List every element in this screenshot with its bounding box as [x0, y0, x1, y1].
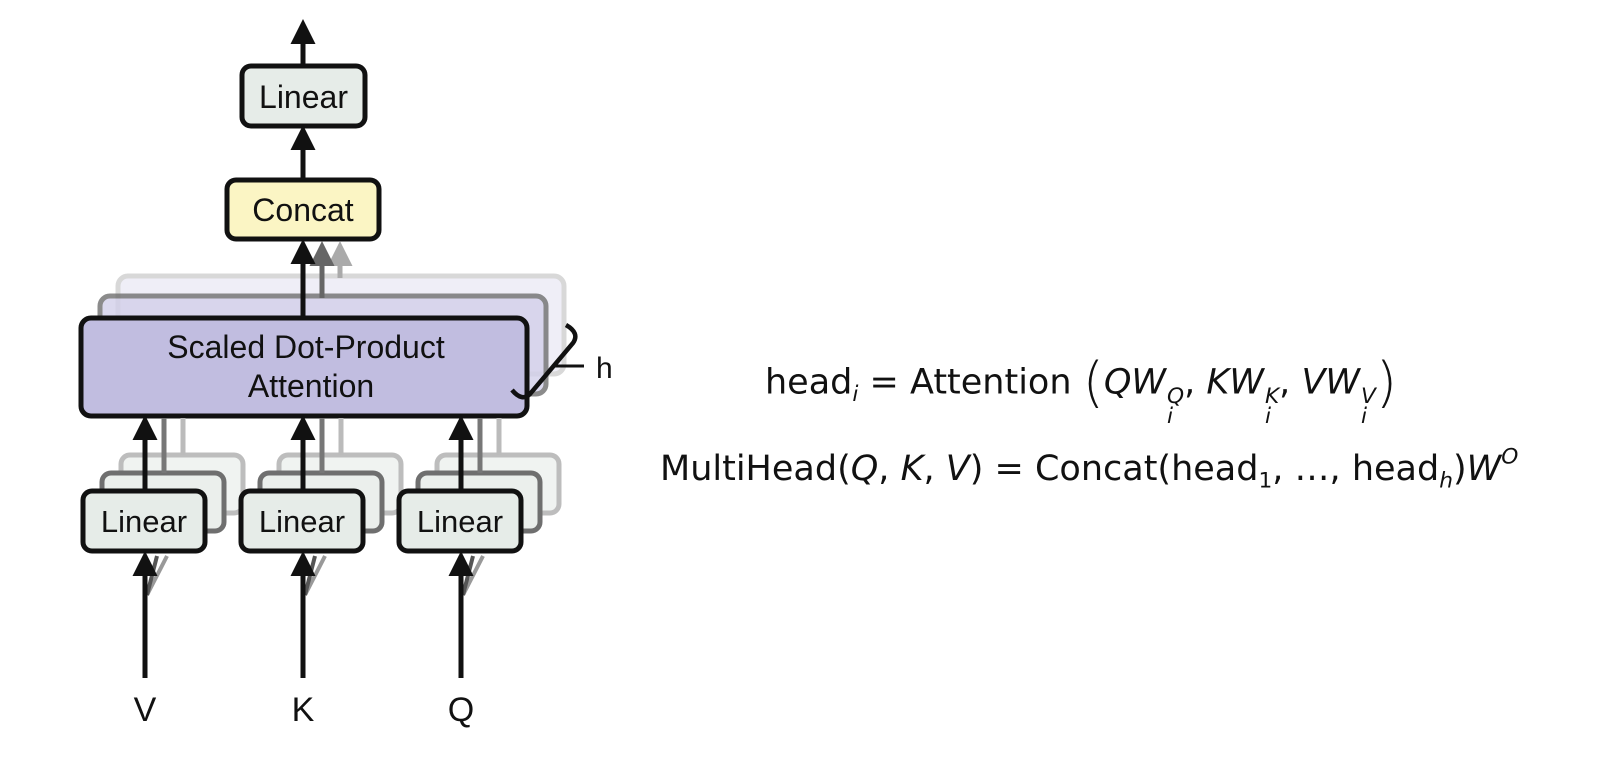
eq2-equals: = [983, 449, 1035, 489]
output-linear-label: Linear [259, 79, 348, 115]
eq2-sep-1: , [878, 449, 901, 489]
input-label-k: K [292, 691, 315, 729]
eq1-open-paren: ( [1082, 351, 1104, 414]
eq2-open-paren: ( [837, 449, 851, 489]
eq2-q: Q [850, 449, 879, 489]
eq1-k: K [1206, 362, 1230, 403]
input-linear-label-v: Linear [101, 504, 187, 539]
eq2-head-h-sub: h [1439, 468, 1453, 494]
eq1-w-k: W [1229, 362, 1264, 403]
input-linear-box-k: Linear [238, 488, 366, 554]
eq1-v: V [1301, 362, 1326, 403]
eq2-head-1-sub: 1 [1258, 468, 1273, 494]
multihead-equation: MultiHead(Q, K, V) = Concat(head1, …, he… [660, 446, 1518, 492]
input-linear-box-q: Linear [396, 488, 524, 554]
eq1-w-v: W [1325, 362, 1360, 403]
attention-label-line1: Scaled Dot-Product [167, 329, 445, 365]
concat-box: Concat [224, 177, 382, 242]
eq1-equals: = [858, 362, 910, 403]
multi-head-attention-diagram: Linear Concat Scaled Dot-Product Attenti… [78, 19, 613, 729]
eq2-sep-2: , [923, 449, 946, 489]
eq1-sep-1: , [1184, 362, 1207, 403]
eq1-q: Q [1103, 362, 1132, 403]
eq1-attention-func: Attention [910, 362, 1072, 403]
input-label-v: V [134, 691, 157, 729]
input-linear-label-k: Linear [259, 504, 345, 539]
eq2-concat-close: ) [1452, 449, 1467, 489]
eq2-multihead-func: MultiHead [660, 449, 838, 489]
eq1-close-paren: ) [1375, 351, 1398, 414]
output-linear-box: Linear [239, 63, 368, 129]
input-linear-label-q: Linear [417, 504, 503, 539]
eq2-w-o: W [1466, 449, 1502, 489]
input-linear-box-v: Linear [80, 488, 208, 554]
concat-label: Concat [252, 192, 354, 228]
heads-bracket [510, 323, 578, 400]
eq2-v: V [945, 449, 970, 489]
input-arrow-q [448, 551, 485, 678]
eq2-sep-4: , [1329, 449, 1352, 489]
eq2-head-1: head [1171, 449, 1259, 489]
eq1-head-sub: i [852, 382, 859, 407]
scaled-dot-product-attention-box: Scaled Dot-Product Attention [78, 315, 530, 419]
heads-label: h [596, 352, 613, 385]
eq1-head: head [765, 362, 853, 403]
eq2-close-paren: ) [969, 449, 984, 489]
eq2-concat-func: Concat [1034, 449, 1158, 489]
attention-label-line2: Attention [248, 368, 374, 404]
eq2-dots: … [1294, 449, 1330, 489]
eq1-w-q: W [1131, 362, 1167, 403]
input-label-q: Q [448, 691, 474, 729]
input-arrow-k [290, 551, 327, 678]
eq2-head-h: head [1351, 449, 1440, 489]
input-arrow-v [132, 551, 169, 678]
eq2-w-o-sup: O [1501, 444, 1519, 470]
eq1-sep-2: , [1279, 362, 1302, 403]
eq2-k: K [900, 449, 924, 489]
eq2-sep-3: , [1272, 449, 1295, 489]
eq2-concat-open: ( [1157, 449, 1172, 489]
